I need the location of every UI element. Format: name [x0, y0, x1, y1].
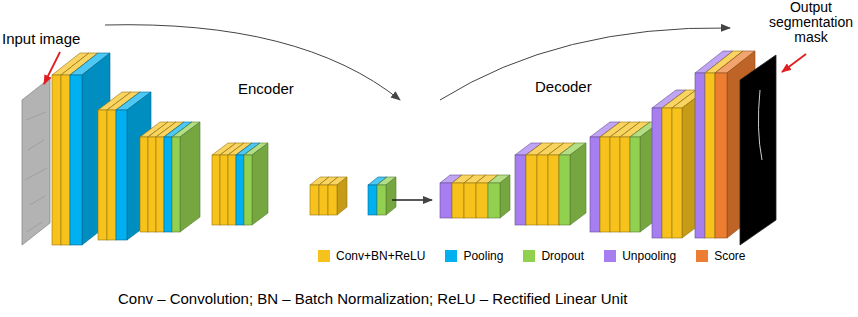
layer-front-face — [715, 73, 727, 238]
layer-front-face — [672, 108, 682, 238]
stage-label: Encoder — [238, 80, 294, 97]
layer-front-face — [630, 137, 640, 232]
layer-front-face — [116, 110, 127, 240]
layer-front-face — [156, 137, 164, 232]
image-texture — [28, 140, 44, 150]
legend-text: Score — [714, 249, 745, 263]
layer-front-face — [652, 108, 662, 238]
legend-text: Pooling — [463, 249, 503, 263]
legend-swatch — [696, 250, 708, 262]
pointer-arrow — [44, 52, 60, 84]
layer-front-face — [526, 155, 537, 225]
layer-front-face — [695, 73, 705, 238]
legend-item: Score — [696, 249, 745, 263]
pointer-arrow — [782, 54, 806, 72]
legend-item: Conv+BN+ReLU — [318, 249, 425, 263]
legend-swatch — [523, 250, 535, 262]
layer-side-face — [337, 177, 347, 215]
layer-front-face — [590, 137, 600, 232]
flow-arrow — [392, 199, 432, 201]
legend-text: Unpooling — [622, 249, 676, 263]
legend-item: Pooling — [445, 249, 503, 263]
layer-front-face — [476, 183, 488, 218]
layer-front-face — [98, 110, 107, 240]
input-image — [22, 78, 50, 245]
decoder-arc — [440, 28, 730, 100]
layer-front-face — [70, 75, 82, 245]
encoder-arc — [105, 25, 400, 100]
mask-label: Output segmentation mask — [768, 0, 854, 45]
layer-front-face — [662, 108, 672, 238]
layer-front-face — [537, 155, 548, 225]
mask-crack — [758, 90, 762, 160]
layer-front-face — [220, 155, 228, 225]
layer-front-face — [228, 155, 236, 225]
layer-side-face — [82, 53, 110, 245]
layer-front-face — [236, 155, 244, 225]
legend-swatch — [604, 250, 616, 262]
layer-side-face — [220, 143, 236, 225]
layer-front-face — [52, 75, 61, 245]
layer-front-face — [140, 137, 148, 232]
layer-front-face — [377, 185, 386, 215]
output-mask — [740, 55, 776, 245]
layer-front-face — [310, 185, 319, 215]
image-texture — [25, 168, 47, 180]
legend-item: Unpooling — [604, 249, 676, 263]
legend-text: Conv+BN+ReLU — [336, 249, 425, 263]
image-texture — [26, 112, 46, 120]
stage-label: Decoder — [535, 78, 592, 95]
layer-front-face — [452, 183, 464, 218]
layer-front-face — [705, 73, 715, 238]
layer-front-face — [107, 110, 116, 240]
layer-front-face — [61, 75, 70, 245]
layer-side-face — [228, 143, 244, 225]
layer-front-face — [620, 137, 630, 232]
layer-front-face — [172, 137, 180, 232]
layer-side-face — [236, 143, 252, 225]
layer-front-face — [148, 137, 156, 232]
layer-front-face — [488, 183, 500, 218]
layer-front-face — [610, 137, 620, 232]
layer-front-face — [368, 185, 377, 215]
layer-front-face — [244, 155, 252, 225]
layer-side-face — [610, 122, 630, 232]
layer-side-face — [500, 175, 510, 218]
caption: Conv – Convolution; BN – Batch Normaliza… — [118, 290, 627, 307]
layer-front-face — [164, 137, 172, 232]
layer-side-face — [252, 143, 268, 225]
layer-front-face — [328, 185, 337, 215]
legend-swatch — [318, 250, 330, 262]
legend: Conv+BN+ReLU Pooling Dropout Unpooling Score — [318, 249, 766, 263]
layer-side-face — [620, 122, 640, 232]
layer-side-face — [570, 143, 586, 225]
image-texture — [27, 222, 42, 232]
image-texture — [30, 196, 45, 205]
layer-front-face — [600, 137, 610, 232]
layer-front-face — [515, 155, 526, 225]
layer-front-face — [464, 183, 476, 218]
image-label: Input image — [2, 30, 80, 47]
layer-side-face — [180, 122, 200, 232]
layer-front-face — [212, 155, 220, 225]
layer-side-face — [127, 92, 151, 240]
legend-swatch — [445, 250, 457, 262]
legend-item: Dropout — [523, 249, 584, 263]
layer-front-face — [319, 185, 328, 215]
layer-front-face — [440, 183, 452, 218]
layer-front-face — [548, 155, 559, 225]
legend-text: Dropout — [541, 249, 584, 263]
layer-front-face — [559, 155, 570, 225]
layer-side-face — [600, 122, 620, 232]
layer-side-face — [386, 177, 396, 215]
